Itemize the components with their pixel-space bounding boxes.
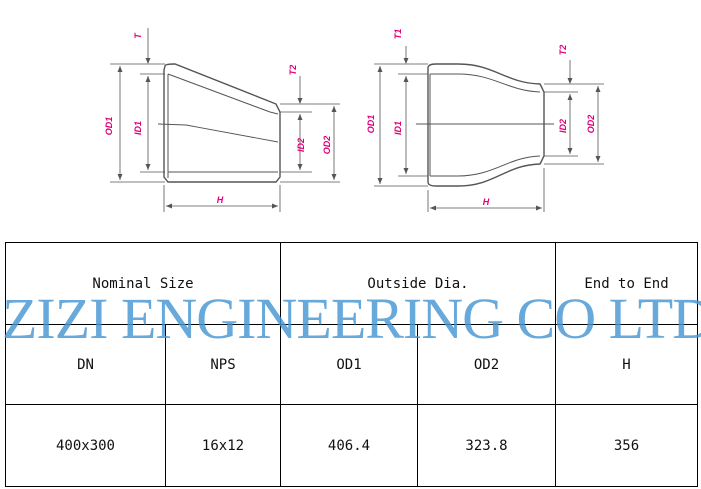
cell-dn: 400x300 xyxy=(5,404,166,487)
concentric-arrowheads xyxy=(377,58,601,211)
header-dn: DN xyxy=(5,324,166,405)
eccentric-reducer-drawing xyxy=(110,28,340,212)
label-od1-right: OD1 xyxy=(366,115,376,134)
cell-od2: 323.8 xyxy=(417,404,556,487)
group-header-row: Nominal Size Outside Dia. End to End xyxy=(5,242,698,325)
label-t: T xyxy=(133,32,143,39)
label-od1: OD1 xyxy=(104,117,114,136)
label-od2: OD2 xyxy=(322,136,332,155)
label-t1: T1 xyxy=(393,29,403,40)
label-t2: T2 xyxy=(288,65,298,76)
header-h: H xyxy=(555,324,698,405)
label-h-right: H xyxy=(483,197,490,207)
label-id1: ID1 xyxy=(133,121,143,135)
label-od2-right: OD2 xyxy=(586,115,596,134)
label-id2: ID2 xyxy=(296,138,306,152)
label-id1-right: ID1 xyxy=(393,121,403,135)
header-od1: OD1 xyxy=(280,324,418,405)
header-outside-dia: Outside Dia. xyxy=(280,242,556,325)
concentric-reducer-drawing xyxy=(374,46,604,212)
label-h: H xyxy=(217,195,224,205)
cell-od1: 406.4 xyxy=(280,404,418,487)
cell-h: 356 xyxy=(555,404,698,487)
dimension-table: Nominal Size Outside Dia. End to End DN … xyxy=(5,242,698,487)
cell-nps: 16x12 xyxy=(165,404,281,487)
sub-header-row: DN NPS OD1 OD2 H xyxy=(5,324,698,405)
header-od2: OD2 xyxy=(417,324,556,405)
label-t2-right: T2 xyxy=(558,45,568,56)
eccentric-arrowheads xyxy=(117,58,337,209)
reducer-drawings: T OD1 ID1 T2 ID2 OD2 H xyxy=(104,28,604,212)
table-row: 400x300 16x12 406.4 323.8 356 xyxy=(5,404,698,487)
header-nominal-size: Nominal Size xyxy=(5,242,281,325)
header-end-to-end: End to End xyxy=(555,242,698,325)
header-nps: NPS xyxy=(165,324,281,405)
label-id2-right: ID2 xyxy=(558,119,568,133)
